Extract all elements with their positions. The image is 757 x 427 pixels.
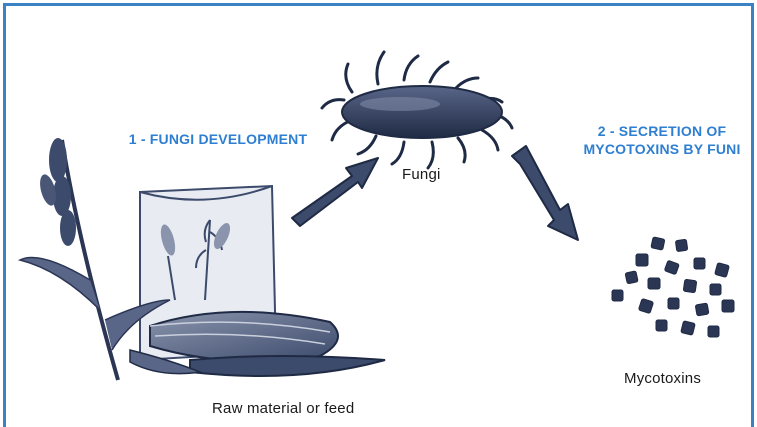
arrow-down-right-icon — [512, 146, 578, 240]
fungi-caption: Fungi — [402, 166, 441, 183]
mycotoxin-particles-icon — [612, 237, 734, 337]
raw-material-caption: Raw material or feed — [212, 400, 354, 417]
mycotoxins-caption: Mycotoxins — [624, 370, 701, 387]
step-2-line-2: MYCOTOXINS BY FUNI — [568, 140, 756, 158]
step-1-label: 1 - FUNGI DEVELOPMENT — [118, 130, 318, 148]
step-2-label: 2 - SECRETION OF MYCOTOXINS BY FUNI — [568, 122, 756, 158]
arrow-up-right-icon — [292, 158, 378, 226]
step-2-line-1: 2 - SECRETION OF — [568, 122, 756, 140]
corn-cob — [150, 312, 338, 361]
grain-and-corn-icon — [20, 138, 385, 380]
fungus-cell-icon — [322, 52, 512, 168]
